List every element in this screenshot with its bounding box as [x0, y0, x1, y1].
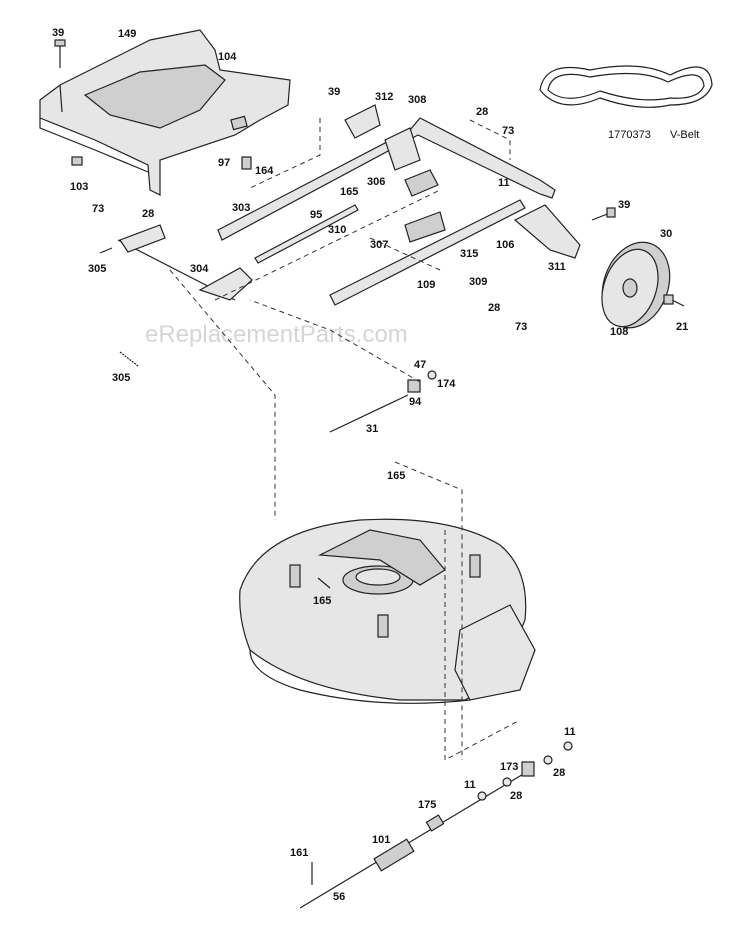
callout-306: 306 [367, 176, 385, 188]
callout-11-lower: 11 [464, 779, 476, 791]
callout-39-bracket: 39 [618, 199, 630, 211]
part-103-clip [71, 156, 83, 166]
cable-31 [329, 370, 437, 433]
callout-312: 312 [375, 91, 393, 103]
bolt-39-bracket [591, 207, 616, 221]
callout-310: 310 [328, 224, 346, 236]
callout-108: 108 [610, 326, 628, 338]
callout-95: 95 [310, 209, 322, 221]
vbelt-part-number: 1770373 [608, 129, 651, 141]
screw-39-cover [54, 39, 66, 68]
part-164-clip [241, 156, 252, 170]
vbelt-label: V-Belt [670, 129, 699, 141]
callout-101: 101 [372, 834, 390, 846]
callout-315: 315 [460, 248, 478, 260]
callout-31: 31 [366, 423, 378, 435]
bolt-21 [663, 294, 685, 307]
callout-305-upper: 305 [88, 263, 106, 275]
callout-307: 307 [370, 239, 388, 251]
callout-161: 161 [290, 847, 308, 859]
pin-305-upper [99, 247, 113, 254]
callout-56: 56 [333, 891, 345, 903]
callout-109: 109 [417, 279, 435, 291]
callout-173: 173 [500, 761, 518, 773]
callouts: 39 149 104 97 164 103 73 28 305 304 305 … [52, 27, 688, 903]
callout-28-left: 28 [142, 208, 154, 220]
callout-47: 47 [414, 359, 426, 371]
callout-11-right: 11 [564, 726, 576, 738]
callout-106: 106 [496, 239, 514, 251]
frame-assembly [217, 104, 556, 306]
callout-28-lower-right: 28 [553, 767, 565, 779]
callout-164: 164 [255, 165, 274, 177]
callout-28-lower: 28 [510, 790, 522, 802]
wheel-bracket-311 [513, 204, 581, 259]
callout-39-frame: 39 [328, 86, 340, 98]
callout-149: 149 [118, 28, 136, 40]
cover-shroud [39, 29, 291, 196]
callout-30: 30 [660, 228, 672, 240]
callout-175: 175 [418, 799, 436, 811]
callout-21: 21 [676, 321, 688, 333]
callout-73-right: 73 [515, 321, 527, 333]
callout-103: 103 [70, 181, 88, 193]
watermark: eReplacementParts.com [145, 321, 408, 348]
callout-308: 308 [408, 94, 426, 106]
callout-73-top: 73 [502, 125, 514, 137]
callout-304: 304 [190, 263, 209, 275]
callout-165-frame: 165 [340, 186, 358, 198]
callout-303: 303 [232, 202, 250, 214]
lower-cable [299, 741, 573, 909]
callout-73-left: 73 [92, 203, 104, 215]
wheel-108 [601, 241, 671, 329]
callout-311: 311 [548, 261, 566, 273]
callout-39-cover: 39 [52, 27, 64, 39]
vbelt-illustration [539, 65, 713, 108]
callout-165-deck: 165 [313, 595, 331, 607]
callout-97: 97 [218, 157, 230, 169]
callout-165-upper: 165 [387, 470, 405, 482]
axle-304 [117, 224, 253, 301]
spring-305-lower [119, 351, 139, 367]
assembly-guide-lines [169, 118, 521, 761]
callout-28-right: 28 [488, 302, 500, 314]
callout-305-lower: 305 [112, 372, 130, 384]
callout-104: 104 [218, 51, 237, 63]
callout-309: 309 [469, 276, 487, 288]
callout-174: 174 [437, 378, 456, 390]
callout-11-frame: 11 [498, 177, 510, 189]
callout-28-top: 28 [476, 106, 488, 118]
callout-94: 94 [409, 396, 422, 408]
mower-deck [239, 518, 536, 704]
